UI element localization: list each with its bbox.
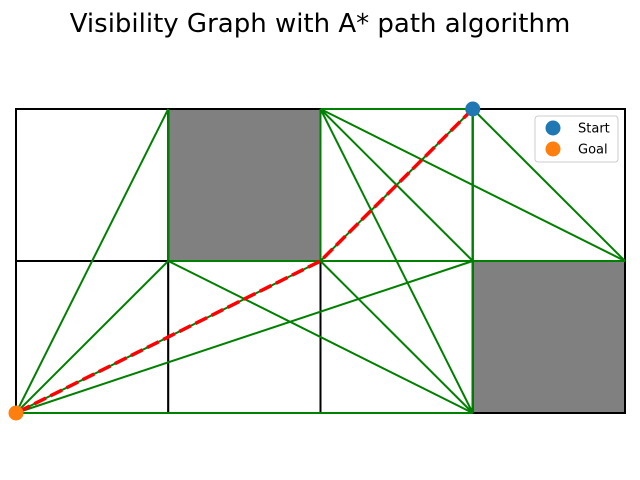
visibility-edges	[15, 108, 626, 414]
visibility-edge-18	[472, 108, 626, 262]
legend-marker-goal	[545, 141, 561, 157]
scatter-points	[8, 101, 481, 421]
grid-cell-0	[15, 108, 170, 262]
goal-point	[8, 405, 24, 421]
grid-cell-1	[167, 108, 322, 262]
visibility-edge-0	[15, 108, 170, 414]
astar-path	[15, 107, 474, 415]
legend-label-goal: Goal	[578, 143, 608, 158]
visibility-edge-14	[319, 108, 474, 262]
legend: Start Goal	[534, 115, 619, 163]
visibility-edge-16	[319, 260, 474, 414]
start-point	[465, 101, 481, 117]
visibility-edge-8	[167, 260, 474, 414]
astar-path-line	[15, 107, 474, 415]
grid-cell-7	[471, 260, 626, 414]
legend-label-start: Start	[578, 122, 610, 137]
visibility-edge-3	[15, 260, 474, 414]
legend-marker-start	[545, 120, 561, 136]
visibility-edge-1	[15, 260, 169, 414]
chart-title: Visibility Graph with A* path algorithm	[70, 9, 571, 39]
